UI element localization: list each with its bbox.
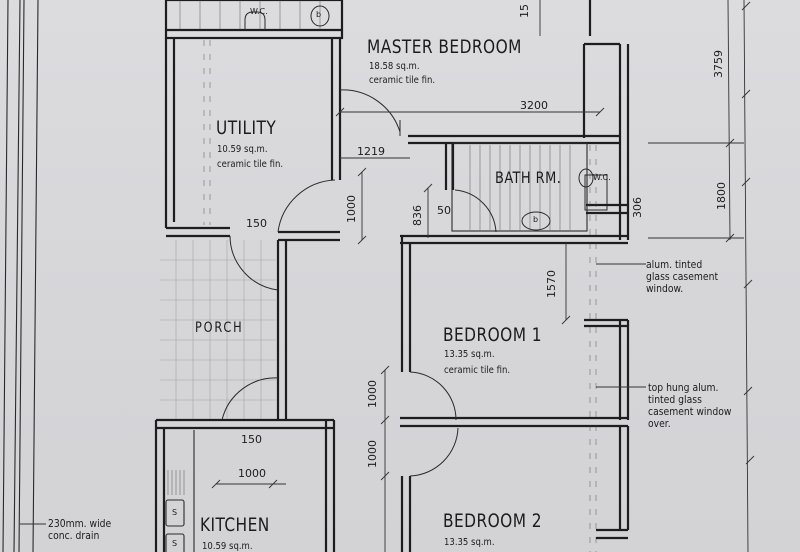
room-utility-label: UTILITY xyxy=(216,117,277,139)
dimension-1000-kitchen: 1000 xyxy=(238,467,266,480)
room-kitchen-label: KITCHEN xyxy=(200,514,270,536)
room-bedroom-1-finish: ceramic tile fin. xyxy=(444,365,511,376)
dimension-3759: 3759 xyxy=(712,50,725,78)
dimension-1800: 1800 xyxy=(715,182,728,210)
room-bedroom-1-label: BEDROOM 1 xyxy=(443,324,543,346)
dimension-1219: 1219 xyxy=(357,145,385,158)
room-utility-area: 10.59 sq.m. xyxy=(217,144,268,155)
dimension-836: 836 xyxy=(411,205,424,226)
room-bath-label: BATH RM. xyxy=(495,168,562,187)
room-porch-label: PORCH xyxy=(195,320,244,336)
wc-fixture-bath: W.C. xyxy=(593,173,611,182)
dimension-3200: 3200 xyxy=(520,99,548,112)
room-bedroom-2-area: 13.35 sq.m. xyxy=(444,537,495,548)
dimension-150-lower: 150 xyxy=(241,433,262,446)
shower-drain-icon-top: b xyxy=(316,10,322,19)
shower-drain-icon-bath: b xyxy=(533,215,539,224)
sink-fixture: S xyxy=(172,508,178,517)
dimension-1570: 1570 xyxy=(545,270,558,298)
room-kitchen-area: 10.59 sq.m. xyxy=(202,541,253,552)
dimension-50: 50 xyxy=(437,204,451,217)
dimension-306: 306 xyxy=(631,197,644,218)
dimension-1000-utility: 1000 xyxy=(345,195,358,223)
room-bedroom-2-label: BEDROOM 2 xyxy=(443,510,543,532)
wc-fixture-top: W.C. xyxy=(250,7,268,16)
note-top-hung-window: top hung alum. tinted glass casement win… xyxy=(648,382,732,430)
lavatory-fixture: S xyxy=(172,539,178,548)
dimension-1000-bedroom-b: 1000 xyxy=(366,440,379,468)
room-master-bedroom-area: 18.58 sq.m. xyxy=(369,61,420,72)
dimension-1000-bedroom-a: 1000 xyxy=(366,380,379,408)
room-master-bedroom-label: MASTER BEDROOM xyxy=(367,36,522,58)
dimension-15: 15 xyxy=(518,4,531,18)
dimension-150-upper: 150 xyxy=(246,217,267,230)
note-casement-window: alum. tinted glass casement window. xyxy=(646,259,719,295)
note-concrete-drain: 230mm. wide conc. drain xyxy=(48,518,112,542)
room-bedroom-1-area: 13.35 sq.m. xyxy=(444,349,495,360)
room-utility-finish: ceramic tile fin. xyxy=(217,159,284,170)
room-master-bedroom-finish: ceramic tile fin. xyxy=(369,75,436,86)
